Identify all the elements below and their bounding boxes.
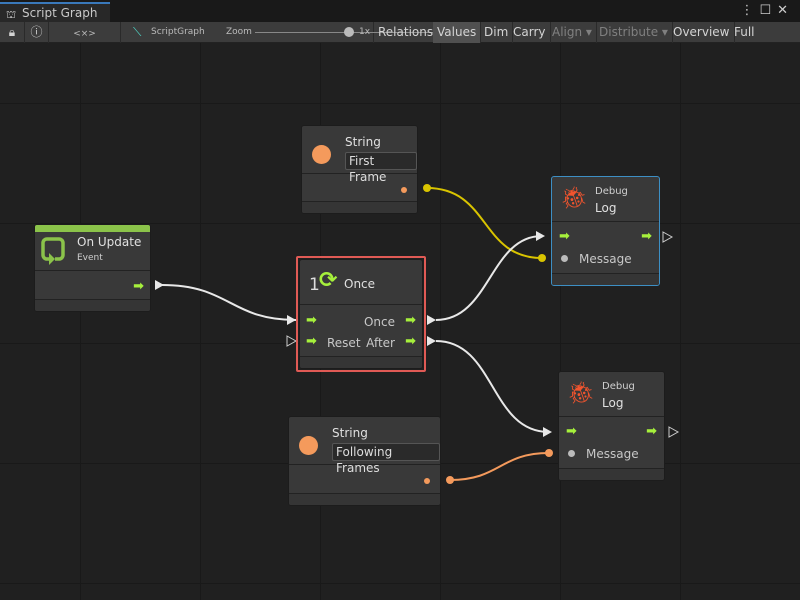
- node-string-following[interactable]: String Following Frames: [288, 416, 441, 506]
- control-output-icon: ➡: [405, 334, 416, 349]
- port-label-after: After: [366, 336, 395, 350]
- string-type-icon: [299, 436, 318, 455]
- control-input-icon: ➡: [566, 424, 577, 439]
- node-category: Debug: [602, 381, 635, 392]
- once-count: 1: [309, 275, 320, 295]
- carry-button[interactable]: Carry: [509, 22, 551, 43]
- close-icon[interactable]: ✕: [777, 3, 794, 18]
- dim-button[interactable]: Dim: [480, 22, 514, 43]
- control-output-icon: ➡: [405, 313, 416, 328]
- lock-button[interactable]: 🔒︎: [0, 22, 25, 43]
- port-dot: [545, 449, 553, 457]
- port-dot: [446, 476, 454, 484]
- info-icon: ⓘ: [30, 25, 43, 39]
- node-title: Log: [595, 201, 617, 215]
- hierarchy-icon: ⛫: [6, 8, 17, 21]
- info-button[interactable]: ⓘ: [25, 22, 49, 43]
- port-triangle: [536, 231, 545, 241]
- edge-string1-log1: [426, 187, 543, 259]
- port-label-message: Message: [586, 447, 639, 461]
- node-once[interactable]: 1 ⟳ Once ➡ Once ➡ ➡ Reset After ➡: [299, 259, 423, 369]
- tab-title: Script Graph: [22, 6, 98, 20]
- window-controls: ⋮☐✕: [740, 3, 794, 18]
- string-type-icon: [312, 145, 331, 164]
- edge-update-once: [161, 284, 297, 321]
- maximize-icon[interactable]: ☐: [759, 3, 778, 18]
- overview-button[interactable]: Overview: [669, 22, 735, 43]
- control-output-icon: ➡: [133, 279, 144, 294]
- values-button[interactable]: Values: [433, 22, 482, 43]
- port-triangle: [427, 315, 436, 325]
- toolbar: 🔒︎ ⓘ <×> ⟍ ScriptGraph Zoom 1x Relations…: [0, 22, 800, 60]
- zoom-slider-handle[interactable]: [344, 27, 354, 37]
- port-triangle: [543, 427, 552, 437]
- graph-breadcrumb: ⟍ ScriptGraph Zoom 1x: [121, 22, 471, 43]
- node-title: Once: [344, 277, 376, 291]
- edge-once-log1: [435, 235, 543, 321]
- embed-button[interactable]: <×>: [49, 22, 121, 43]
- zoom-slider[interactable]: [255, 32, 471, 33]
- tab-script-graph[interactable]: ⛫ Script Graph: [0, 2, 110, 22]
- port-triangle: [287, 315, 296, 325]
- edge-string2-log2: [449, 452, 550, 481]
- node-title: String: [345, 135, 381, 149]
- node-subtitle: Event: [77, 253, 103, 263]
- output-port[interactable]: [424, 478, 430, 484]
- distribute-dropdown[interactable]: Distribute ▾: [595, 22, 673, 43]
- port-label-message: Message: [579, 252, 632, 266]
- bug-icon: 🐞︎: [567, 381, 595, 406]
- node-title: String: [332, 426, 368, 440]
- port-label-reset: Reset: [327, 336, 361, 350]
- edge-after-log2: [435, 340, 550, 433]
- port-triangle: [286, 335, 298, 347]
- control-input-icon: ➡: [306, 313, 317, 328]
- port-triangle: [155, 280, 164, 290]
- port-triangle: [662, 231, 674, 243]
- value-port-icon: [568, 450, 575, 457]
- embed-label: <×>: [73, 29, 96, 39]
- node-debug-log-1[interactable]: 🐞︎ Debug Log ➡ ➡ Message: [551, 176, 660, 286]
- port-dot: [423, 184, 431, 192]
- graph-icon: ⟍: [133, 25, 142, 39]
- lock-icon: 🔒︎: [8, 25, 16, 39]
- string-value-field[interactable]: Following Frames: [332, 443, 440, 475]
- bug-icon: 🐞︎: [560, 186, 588, 211]
- node-string-first[interactable]: String First Frame: [301, 125, 418, 214]
- port-triangle: [668, 426, 680, 438]
- control-input-icon: ➡: [559, 229, 570, 244]
- node-debug-log-2[interactable]: 🐞︎ Debug Log ➡ ➡ Message: [558, 371, 665, 481]
- port-label-once: Once: [363, 315, 395, 329]
- value-port-icon: [561, 255, 568, 262]
- align-dropdown[interactable]: Align ▾: [548, 22, 597, 43]
- zoom-value: 1x: [359, 27, 371, 37]
- selection-outline: [296, 256, 426, 372]
- control-output-icon: ➡: [646, 424, 657, 439]
- port-dot: [538, 254, 546, 262]
- node-title: On Update: [77, 235, 142, 249]
- node-category: Debug: [595, 186, 628, 197]
- output-port[interactable]: [401, 187, 407, 193]
- more-icon[interactable]: ⋮: [740, 3, 760, 18]
- event-accent-bar: [35, 225, 150, 232]
- control-input-icon: ➡: [306, 334, 317, 349]
- port-triangle: [427, 336, 436, 346]
- node-on-update[interactable]: On Update Event ➡: [34, 224, 151, 312]
- update-loop-icon: [41, 237, 65, 265]
- refresh-icon: ⟳: [319, 268, 338, 293]
- zoom-label: Zoom: [226, 27, 252, 37]
- graph-name[interactable]: ScriptGraph: [151, 27, 205, 37]
- string-value-field[interactable]: First Frame: [345, 152, 417, 184]
- node-title: Log: [602, 396, 624, 410]
- tab-bar: ⛫ Script Graph ⋮☐✕: [0, 0, 800, 22]
- control-output-icon: ➡: [641, 229, 652, 244]
